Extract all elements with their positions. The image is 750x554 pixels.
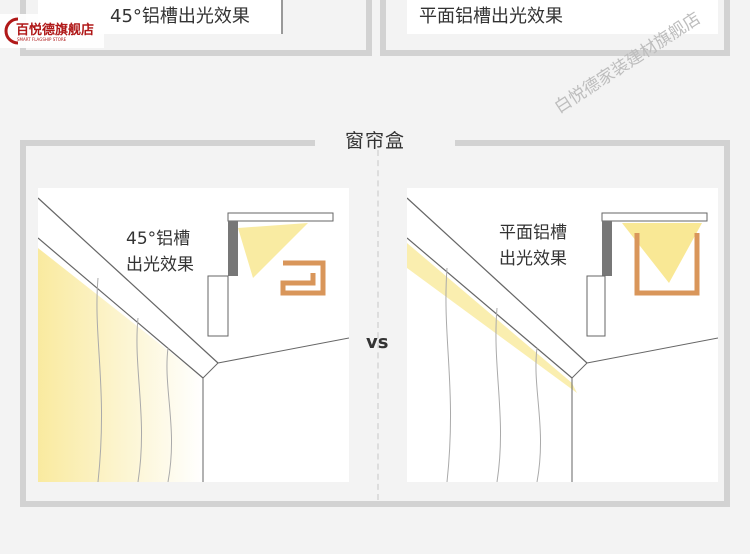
top-right-frame: [380, 0, 730, 56]
frame-top-right: [455, 140, 730, 146]
right-label-line2: 出光效果: [499, 249, 567, 269]
logo-ring-icon: [4, 17, 19, 45]
top-left-label: 45°铝槽出光效果: [110, 6, 250, 27]
left-label-line1: 45°铝槽: [126, 229, 191, 249]
vs-label: vs: [366, 332, 389, 353]
curtain-box-flat-illustration: [407, 197, 718, 482]
left-illustration: 45°铝槽 出光效果: [38, 188, 349, 482]
curtain-box-45-illustration: [38, 197, 349, 482]
top-right-box: 平面铝槽出光效果: [407, 0, 718, 34]
frame-top-left: [20, 140, 315, 146]
logo-text: 百悦德旗舰店: [16, 23, 95, 38]
logo-subtext: SMART FLAGSHIP STORE: [17, 37, 67, 42]
left-label-line2: 出光效果: [126, 255, 194, 275]
section-frame: [20, 140, 730, 507]
store-logo: 百悦德旗舰店 SMART FLAGSHIP STORE: [0, 14, 104, 48]
right-illustration: 平面铝槽 出光效果: [407, 188, 718, 482]
divider: [377, 150, 379, 500]
right-label-line1: 平面铝槽: [499, 223, 567, 243]
top-right-label: 平面铝槽出光效果: [419, 6, 563, 27]
section-title: 窗帘盒: [344, 130, 405, 152]
